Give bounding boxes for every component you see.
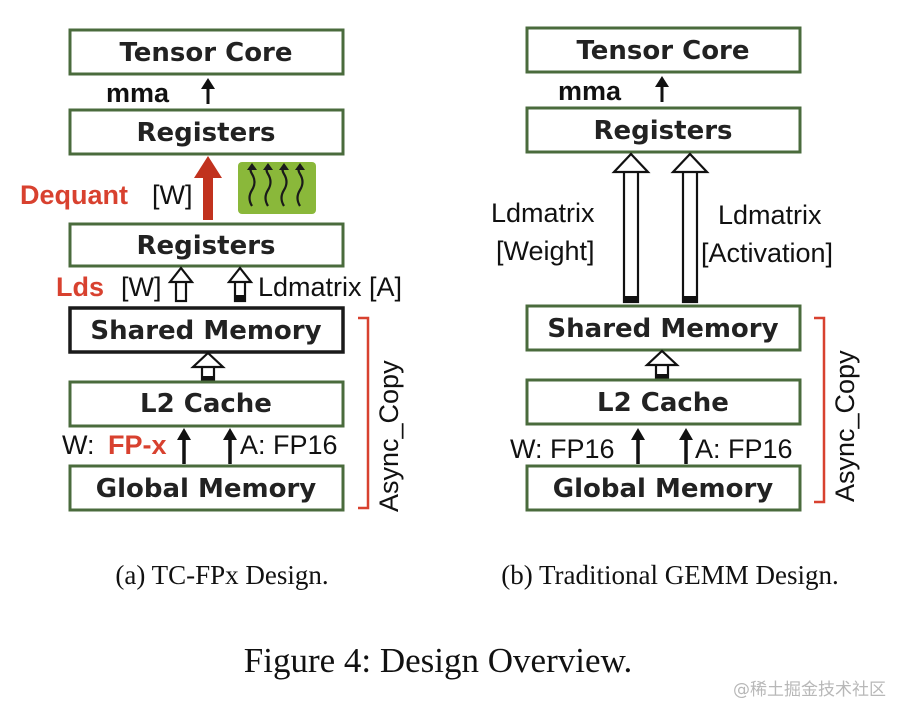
l2-cache-box-a	[68, 380, 345, 428]
shared-memory-box-b	[525, 304, 802, 352]
async-copy-brace-a	[358, 316, 370, 510]
a-fp16-label-a: A: FP16	[240, 430, 338, 460]
ldmatrix-weight-label-1: Ldmatrix	[491, 198, 595, 228]
l2-cache-box-b	[525, 378, 802, 426]
tensor-core-label-b: Tensor Core	[576, 36, 749, 66]
ldmatrix-activation-arrow	[670, 152, 710, 304]
tensor-core-box-a	[68, 28, 345, 76]
panel-b: Tensor Core mma Registers Ldmatrix [Weig…	[491, 26, 860, 590]
w-prefix-label-a: W:	[62, 430, 95, 460]
registers-mid-box-a	[68, 222, 345, 268]
l2-cache-label-a: L2 Cache	[140, 389, 272, 419]
dequant-icon	[238, 162, 316, 214]
mma-label-b: mma	[558, 76, 622, 106]
ldmatrix-a-label: Ldmatrix [A]	[258, 272, 402, 302]
mma-label-a: mma	[106, 78, 170, 108]
async-copy-brace-b	[814, 316, 826, 504]
a-global-to-l2-arrow-b	[679, 428, 693, 464]
lds-w-label: [W]	[121, 272, 162, 302]
shared-memory-box-a	[68, 306, 345, 354]
dequant-arrow	[194, 156, 222, 220]
mma-arrow-a	[201, 78, 215, 104]
ldmatrix-act-label-1: Ldmatrix	[718, 200, 822, 230]
tensor-core-label-a: Tensor Core	[119, 38, 292, 68]
async-copy-label-a: Async_Copy	[374, 360, 404, 512]
l2-cache-label-b: L2 Cache	[597, 388, 729, 418]
mma-arrow-b	[655, 76, 669, 102]
w-global-to-l2-arrow-b	[631, 428, 645, 464]
shared-memory-label-a: Shared Memory	[90, 316, 321, 346]
lds-label: Lds	[56, 272, 104, 302]
a-fp16-label-b: A: FP16	[695, 434, 793, 464]
a-global-to-l2-arrow-a	[223, 428, 237, 464]
l2-to-shared-arrow-b	[644, 349, 680, 382]
registers-top-box-a	[68, 108, 345, 156]
w-fpx-label: FP-x	[108, 430, 167, 460]
figure-caption: Figure 4: Design Overview.	[244, 641, 633, 680]
panel-a: Tensor Core mma Registers Dequant [W]	[20, 28, 404, 590]
global-memory-label-b: Global Memory	[553, 474, 774, 504]
lds-arrow	[167, 266, 195, 303]
tensor-core-box-b	[525, 26, 802, 74]
registers-mid-label-a: Registers	[136, 231, 275, 261]
async-copy-label-b: Async_Copy	[830, 350, 860, 502]
w-global-to-l2-arrow-a	[177, 428, 191, 464]
ldmatrix-weight-label-2: [Weight]	[496, 236, 595, 266]
dequant-w-label: [W]	[152, 180, 193, 210]
ldmatrix-a-arrow	[226, 266, 254, 303]
caption-b: (b) Traditional GEMM Design.	[501, 560, 839, 590]
registers-box-b	[525, 106, 802, 154]
global-memory-label-a: Global Memory	[96, 474, 317, 504]
ldmatrix-weight-arrow	[611, 152, 651, 304]
ldmatrix-act-label-2: [Activation]	[701, 238, 833, 268]
l2-to-shared-arrow-a	[190, 351, 226, 384]
w-fp16-label-b: W: FP16	[510, 434, 615, 464]
registers-top-label-a: Registers	[136, 118, 275, 148]
watermark: @稀土掘金技术社区	[733, 680, 886, 700]
global-memory-box-b	[525, 464, 802, 512]
caption-a: (a) TC-FPx Design.	[115, 560, 328, 590]
shared-memory-label-b: Shared Memory	[547, 314, 778, 344]
dequant-label: Dequant	[20, 180, 128, 210]
global-memory-box-a	[68, 464, 345, 512]
registers-label-b: Registers	[593, 116, 732, 146]
